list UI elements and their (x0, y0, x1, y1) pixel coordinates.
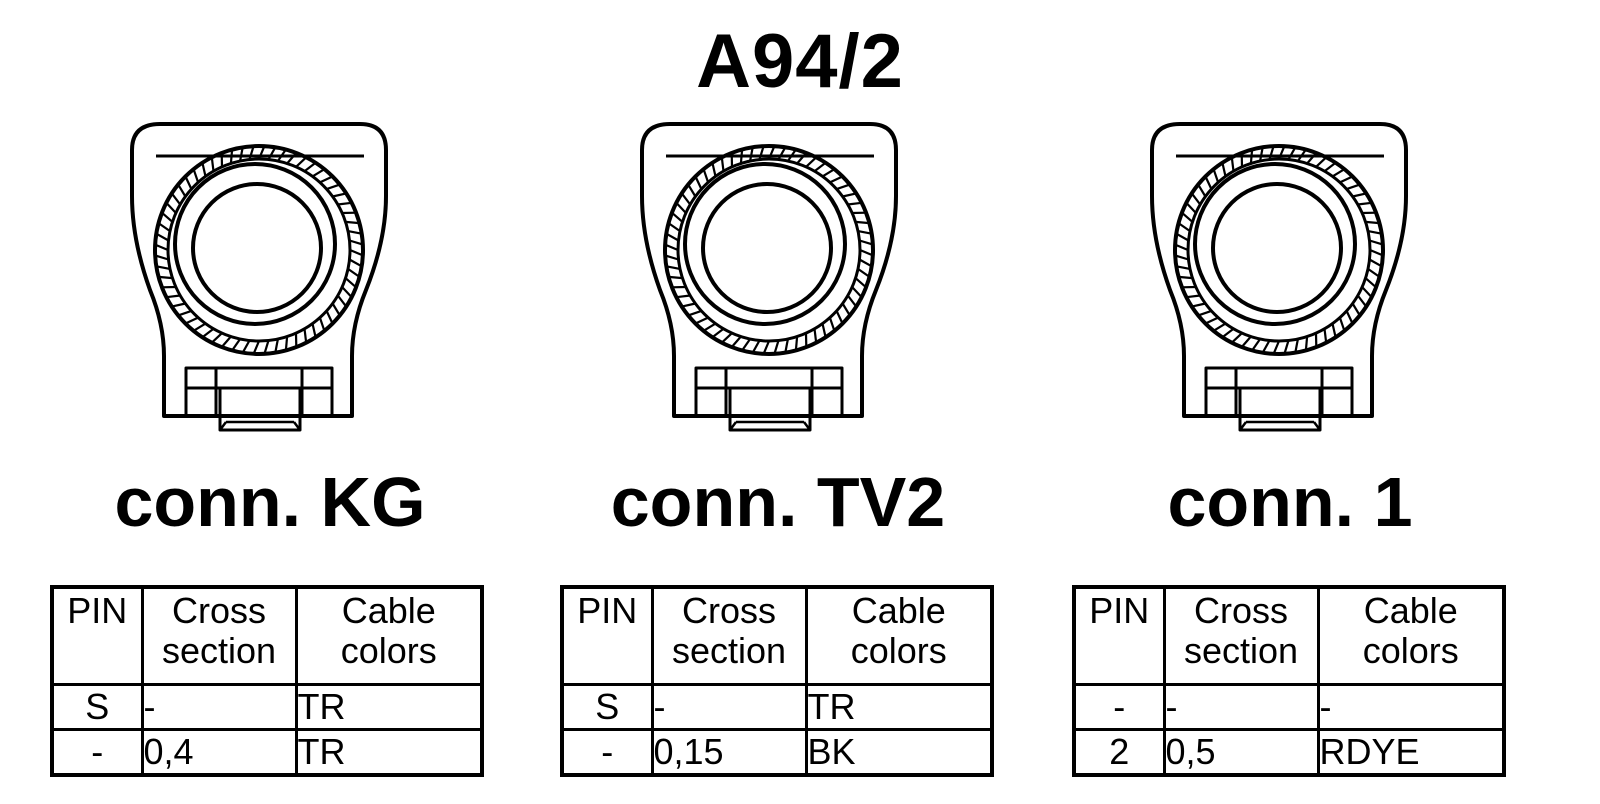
pin-cell: S (50, 683, 144, 731)
pin-header: PIN (50, 585, 144, 686)
cable-color-cell: TR (294, 683, 484, 731)
table-row: - 0,15 BK (560, 728, 994, 777)
pin-cell: - (1072, 683, 1166, 731)
connector-1-label: conn. 1 (1167, 463, 1413, 541)
table-row: - 0,4 TR (50, 728, 484, 777)
pin-cell: S (560, 683, 654, 731)
connector-outline-icon (640, 122, 898, 432)
cross-section-cell: 0,15 (650, 728, 808, 777)
cable-color-cell: - (1316, 683, 1506, 731)
cable-color-cell: RDYE (1316, 728, 1506, 777)
cable-color-cell: TR (804, 683, 994, 731)
diagram-title: A94/2 (696, 19, 904, 104)
connector-outline-icon (130, 122, 388, 432)
connector-outline-icon (1150, 122, 1408, 432)
table-row: S - TR (50, 683, 484, 731)
cross-section-cell: 0,4 (140, 728, 298, 777)
connector-tv2-drawing (640, 120, 900, 440)
connector-1-drawing (1150, 120, 1410, 440)
connector-kg-drawing (130, 120, 390, 440)
pin-header: PIN (1072, 585, 1166, 686)
pin-cell: - (50, 728, 144, 777)
connector-kg-label: conn. KG (114, 463, 426, 541)
cable-color-cell: BK (804, 728, 994, 777)
pin-cell: - (560, 728, 654, 777)
cross-section-cell: - (140, 683, 298, 731)
table-row: 2 0,5 RDYE (1072, 728, 1506, 777)
cross-section-cell: 0,5 (1162, 728, 1320, 777)
pin-cell: 2 (1072, 728, 1166, 777)
cross-section-cell: - (1162, 683, 1320, 731)
cable-color-cell: TR (294, 728, 484, 777)
table-row: S - TR (560, 683, 994, 731)
table-row: - - - (1072, 683, 1506, 731)
connector-tv2-label: conn. TV2 (610, 463, 946, 541)
pin-header: PIN (560, 585, 654, 686)
cross-section-cell: - (650, 683, 808, 731)
